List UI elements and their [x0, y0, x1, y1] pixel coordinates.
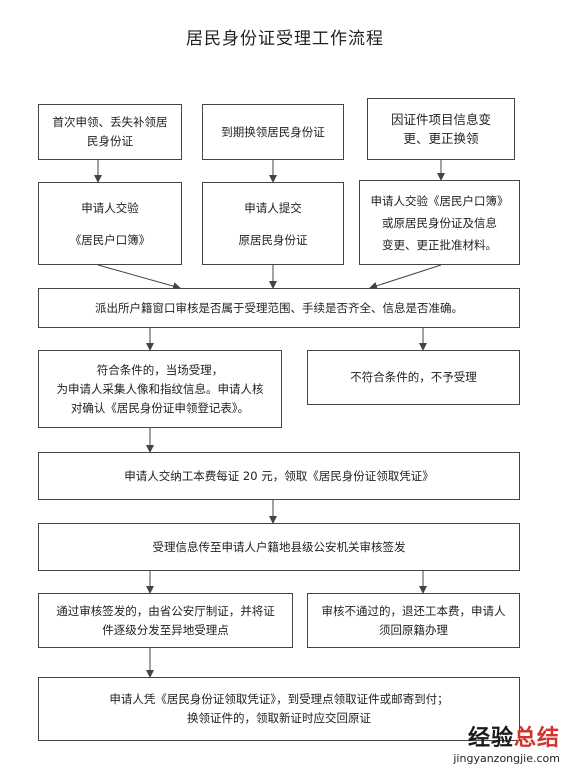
box-info-change: 因证件项目信息变 更、更正换领	[367, 98, 515, 160]
box-accept-text: 符合条件的，当场受理， 为申请人采集人像和指纹信息。申请人核 对确认《居民身份证…	[56, 362, 264, 415]
box-transfer-review-text: 受理信息传至申请人户籍地县级公安机关审核签发	[152, 539, 406, 554]
box-first-application-text: 首次申领、丢失补领居 民身份证	[52, 115, 168, 148]
box-submit-hukou: 申请人交验 《居民户口簿》	[38, 182, 182, 265]
box-approved: 通过审核签发的，由省公安厅制证，并将证 件逐级分发至异地受理点	[38, 593, 293, 648]
watermark-url: jingyanzongjie.com	[453, 752, 560, 765]
box-approved-text: 通过审核签发的，由省公安厅制证，并将证 件逐级分发至异地受理点	[56, 603, 275, 637]
box-expiry-renewal-text: 到期换领居民身份证	[221, 124, 325, 139]
box-reject: 不符合条件的，不予受理	[307, 350, 520, 405]
box-pay-fee: 申请人交纳工本费每证 20 元，领取《居民身份证领取凭证》	[38, 452, 520, 500]
box-collect-id: 申请人凭《居民身份证领取凭证》，到受理点领取证件或邮寄到付； 换领证件的，领取新…	[38, 677, 520, 741]
box-submit-hukou-text: 申请人交验 《居民户口簿》	[69, 200, 151, 247]
watermark-brand-red: 总结	[513, 726, 560, 751]
box-not-approved: 审核不通过的，退还工本费，申请人 须回原籍办理	[307, 593, 520, 648]
box-collect-id-text: 申请人凭《居民身份证领取凭证》，到受理点领取证件或邮寄到付； 换领证件的，领取新…	[109, 692, 449, 725]
box-submit-change-materials: 申请人交验《居民户口簿》 或原居民身份证及信息 变更、更正批准材料。	[359, 180, 520, 265]
watermark-brand-black: 经验	[467, 726, 514, 751]
box-info-change-text: 因证件项目信息变 更、更正换领	[390, 112, 491, 146]
page-title: 居民身份证受理工作流程	[186, 29, 384, 49]
box-window-review-text: 派出所户籍窗口审核是否属于受理范围、手续是否齐全、信息是否准确。	[95, 300, 463, 315]
box-submit-old-id-text: 申请人提交 原居民身份证	[238, 200, 308, 247]
arrow-mid-right-to-review	[369, 264, 442, 290]
box-submit-change-materials-text: 申请人交验《居民户口簿》 或原居民身份证及信息 变更、更正批准材料。	[370, 193, 509, 252]
box-submit-old-id: 申请人提交 原居民身份证	[202, 182, 344, 265]
arrow-mid-left-to-review	[97, 264, 181, 290]
box-transfer-review: 受理信息传至申请人户籍地县级公安机关审核签发	[38, 523, 520, 571]
box-reject-text: 不符合条件的，不予受理	[350, 370, 477, 384]
box-not-approved-text: 审核不通过的，退还工本费，申请人 须回原籍办理	[321, 603, 506, 637]
watermark-brand: 经验总结	[453, 720, 560, 752]
box-pay-fee-text: 申请人交纳工本费每证 20 元，领取《居民身份证领取凭证》	[124, 468, 434, 483]
box-first-application: 首次申领、丢失补领居 民身份证	[38, 104, 182, 160]
box-expiry-renewal: 到期换领居民身份证	[202, 104, 344, 160]
watermark: 经验总结 jingyanzongjie.com	[453, 720, 560, 765]
box-accept: 符合条件的，当场受理， 为申请人采集人像和指纹信息。申请人核 对确认《居民身份证…	[38, 350, 282, 428]
box-window-review: 派出所户籍窗口审核是否属于受理范围、手续是否齐全、信息是否准确。	[38, 288, 520, 328]
